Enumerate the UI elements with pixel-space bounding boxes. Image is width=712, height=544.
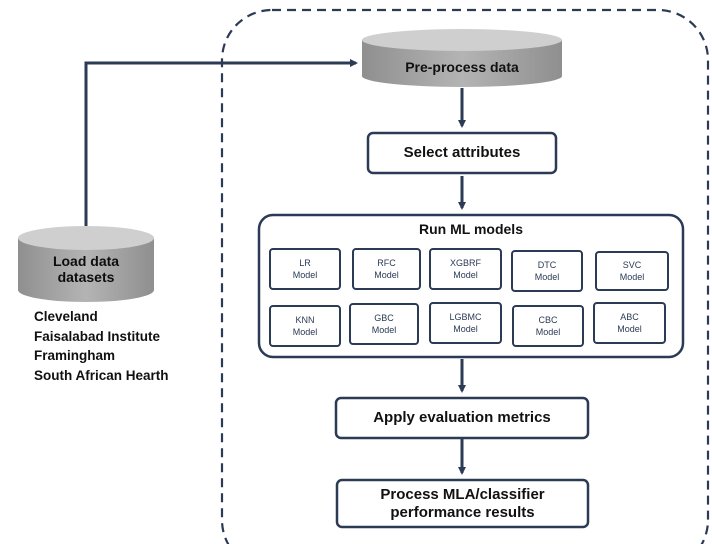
connector-load-to-preprocess: [84, 59, 358, 226]
model-suffix: Model: [617, 324, 642, 334]
preprocess-cylinder: [362, 29, 562, 87]
load-data-line2: datasets: [57, 269, 115, 285]
results-line1: Process MLA/classifier: [380, 486, 545, 504]
model-suffix: Model: [534, 272, 560, 282]
load-data-cylinder: [18, 226, 154, 302]
load-data-line1: Load data: [52, 252, 120, 269]
dataset-item: Cleveland: [34, 309, 98, 324]
model-box-svc: SVC Model: [595, 251, 669, 291]
workflow-boundary: [220, 8, 710, 544]
results-line2: performance results: [390, 503, 535, 521]
dataset-item: Faisalabad Institute: [34, 328, 161, 344]
model-name: ABC: [620, 311, 639, 322]
model-box-xgbrf: XGBRF Model: [429, 248, 502, 290]
model-name: LR: [299, 257, 311, 268]
model-box-rfc: RFC Model: [352, 248, 421, 290]
model-name: DTC: [537, 259, 557, 270]
results-box: [335, 478, 590, 529]
model-suffix: Model: [292, 327, 318, 337]
model-suffix: Model: [453, 324, 478, 334]
model-box-lgbmc: LGBMC Model: [429, 302, 502, 344]
preprocess-label: Pre-process data: [405, 58, 519, 75]
model-box-lr: LR Model: [269, 248, 341, 290]
model-box-abc: ABC Model: [593, 302, 666, 344]
results-label: Process MLA/classifier performance resul…: [337, 480, 588, 527]
model-box-knn: KNN Model: [269, 305, 341, 347]
evaluation-label: Apply evaluation metrics: [373, 409, 551, 427]
dataset-item: South African Hearth: [34, 367, 169, 383]
model-name: CBC: [538, 314, 558, 325]
model-name: SVC: [622, 259, 642, 270]
model-suffix: Model: [619, 272, 645, 282]
load-data-label: Load data datasets: [18, 248, 154, 290]
dataset-item: Framingham: [34, 348, 116, 363]
model-name: XGBRF: [449, 257, 481, 268]
select-attributes-box: [366, 131, 558, 175]
model-name: RFC: [377, 257, 396, 268]
model-suffix: Model: [292, 270, 318, 280]
model-name: KNN: [295, 314, 315, 325]
model-suffix: Model: [453, 270, 478, 280]
select-attributes-label: Select attributes: [403, 144, 521, 162]
model-box-gbc: GBC Model: [349, 303, 419, 345]
model-name: LGBMC: [449, 311, 482, 322]
evaluation-box: [334, 396, 590, 440]
run-ml-title: Run ML models: [419, 220, 523, 237]
dataset-list: Cleveland Faisalabad Institute Framingha…: [34, 307, 169, 385]
model-suffix: Model: [374, 270, 399, 280]
model-box-cbc: CBC Model: [512, 305, 584, 347]
model-box-dtc: DTC Model: [511, 250, 583, 292]
model-suffix: Model: [371, 325, 397, 335]
model-name: GBC: [374, 312, 394, 323]
model-suffix: Model: [535, 327, 561, 337]
